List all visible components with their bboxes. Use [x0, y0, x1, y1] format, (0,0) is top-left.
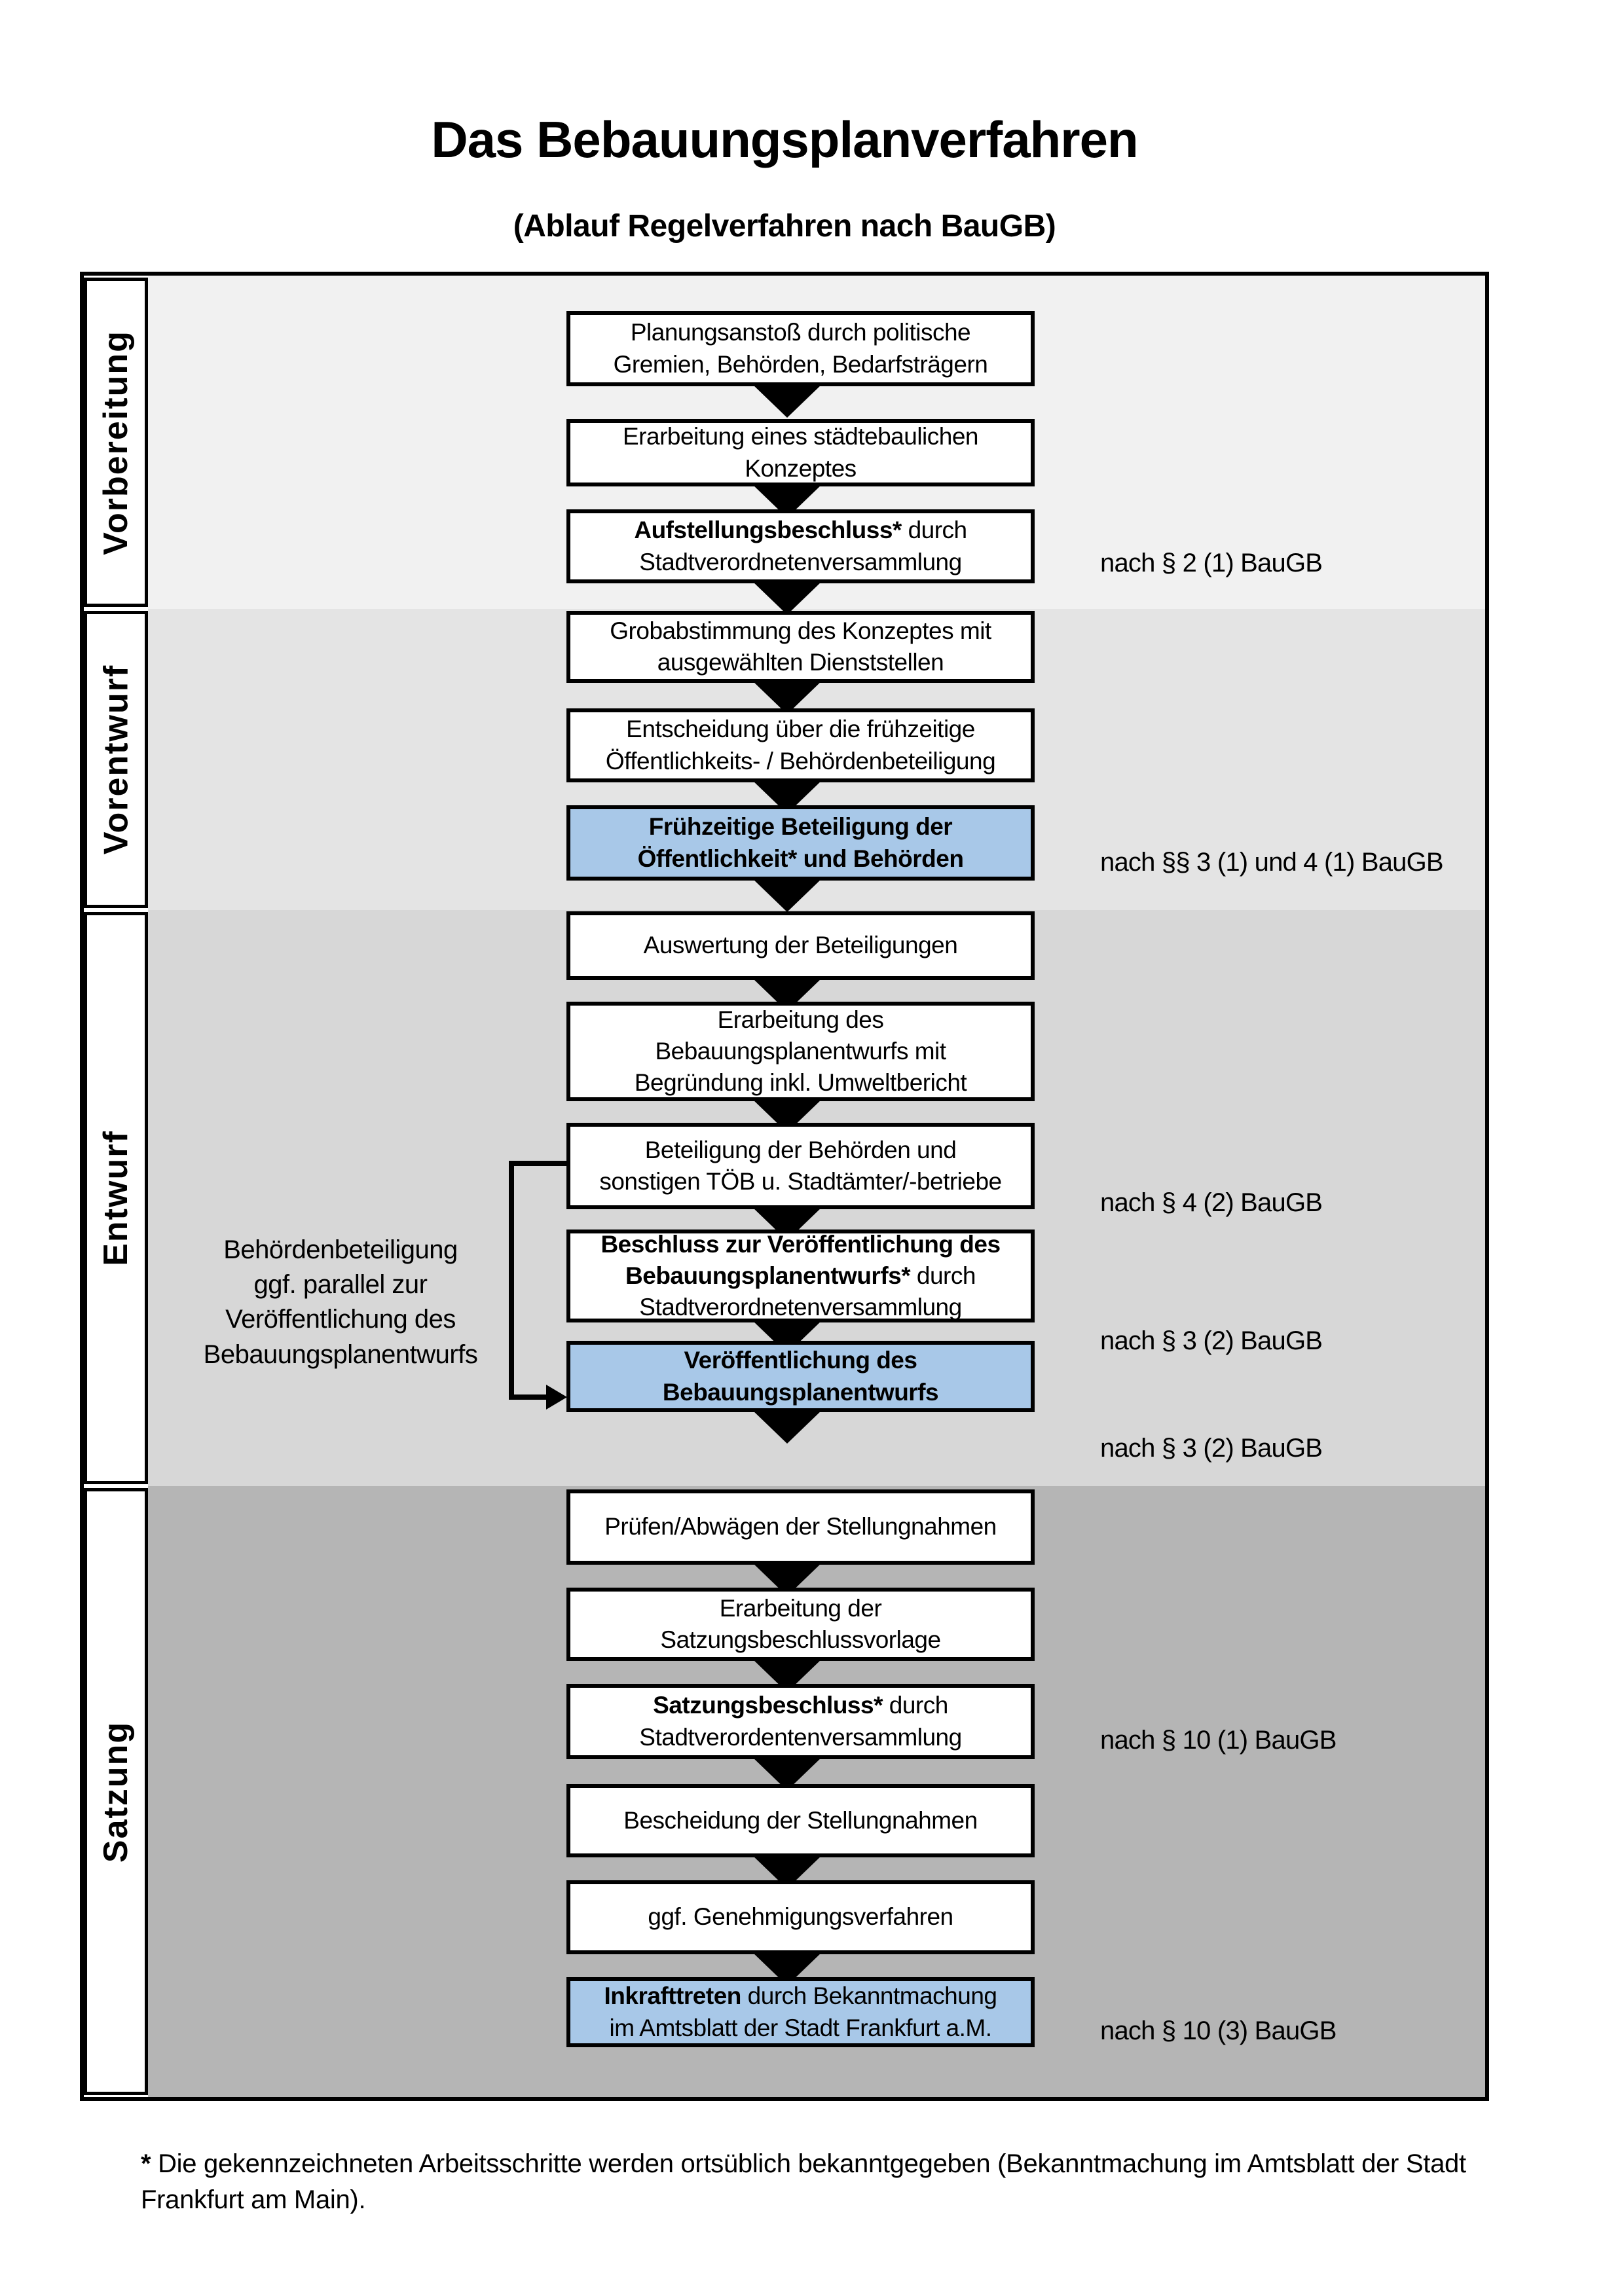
step-bescheidung: Bescheidung der Stellungnahmen [566, 1784, 1035, 1857]
connector-arrowhead-icon [546, 1385, 567, 1410]
step-text-line: Entscheidung über die frühzeitige [626, 716, 975, 743]
step-text-line: Stadtverordentenversammlung [639, 1723, 962, 1751]
step-text-line: Satzungsbeschluss* durch [653, 1692, 948, 1719]
page-subtitle: (Ablauf Regelverfahren nach BauGB) [513, 209, 1056, 244]
flow-arrow-icon [752, 878, 822, 912]
flow-arrow-icon [752, 581, 822, 615]
step-text-line: Aufstellungsbeschluss* durch [634, 517, 967, 544]
step-text-line: Bebauungsplanentwurfs [662, 1378, 939, 1406]
step-text-line: Satzungsbeschlussvorlage [660, 1626, 941, 1653]
legal-annotation-a3: nach § 4 (2) BauGB [1100, 1188, 1323, 1217]
step-text-line: Erarbeitung des [717, 1006, 884, 1033]
step-inkrafttreten: Inkrafttreten durch Bekanntmachung im Amt… [566, 1977, 1035, 2047]
step-text-line: Bescheidung der Stellungnahmen [623, 1806, 978, 1834]
step-text-line: Begründung inkl. Umweltbericht [634, 1069, 967, 1097]
step-text-line: Konzeptes [745, 454, 857, 482]
footnote-line: * Die gekennzeichneten Arbeitsschritte w… [141, 2149, 1466, 2178]
footnote-line: Frankfurt am Main). [141, 2185, 366, 2215]
step-text-line: Stadtverordnetenversammlung [639, 548, 962, 575]
step-text-line: Grobabstimmung des Konzeptes mit [610, 617, 991, 644]
step-auswertung: Auswertung der Beteiligungen [566, 911, 1035, 980]
step-text-line: sonstigen TÖB u. Stadtämter/-betriebe [599, 1168, 1002, 1195]
side-note-line: Behördenbeteiligung [223, 1235, 458, 1264]
side-note-line: ggf. parallel zur [253, 1270, 428, 1300]
step-text-line: Prüfen/Abwägen der Stellungnahmen [604, 1513, 997, 1540]
step-text-line: im Amtsblatt der Stadt Frankfurt a.M. [609, 2014, 992, 2041]
phase-label-text: Vorentwurf [97, 664, 135, 855]
phase-label-text: Satzung [97, 1721, 135, 1863]
page-title: Das Bebauungsplanverfahren [431, 111, 1138, 168]
phase-label-text: Entwurf [97, 1130, 135, 1266]
connector-line-top [509, 1161, 566, 1166]
legal-annotation-a2: nach §§ 3 (1) und 4 (1) BauGB [1100, 848, 1444, 877]
flow-arrow-icon [752, 384, 822, 418]
step-text-line: Öffentlichkeit* und Behörden [637, 845, 964, 872]
step-text-line: Inkrafttreten durch Bekanntmachung [604, 1982, 997, 2010]
legal-annotation-a6: nach § 10 (1) BauGB [1100, 1726, 1337, 1755]
step-pruefen-abwaegen: Prüfen/Abwägen der Stellungnahmen [566, 1489, 1035, 1565]
phase-label-entwurf: Entwurf [84, 912, 148, 1484]
footnote: * Die gekennzeichneten Arbeitsschritte w… [141, 2146, 1496, 2218]
legal-annotation-a7: nach § 10 (3) BauGB [1100, 2016, 1337, 2045]
step-text-line: Gremien, Behörden, Bedarfsträgern [613, 350, 988, 378]
step-text-line: Bebauungsplanentwurfs mit [655, 1037, 946, 1065]
step-text-line: Beteiligung der Behörden und [644, 1136, 957, 1163]
step-text-line: Veröffentlichung des [684, 1347, 917, 1374]
step-text-line: Bebauungsplanentwurfs* durch [625, 1262, 976, 1289]
step-text-line: Auswertung der Beteiligungen [643, 932, 958, 959]
diagram-frame [80, 272, 1489, 2101]
step-text-line: ggf. Genehmigungsverfahren [648, 1903, 953, 1931]
phase-label-vorbereitung: Vorbereitung [84, 278, 148, 607]
legal-annotation-a5: nach § 3 (2) BauGB [1100, 1434, 1323, 1463]
step-text-line: Planungsanstoß durch politische [630, 319, 971, 346]
step-beteiligung-behoerden: Beteiligung der Behörden und sonstigen TÖ… [566, 1123, 1035, 1209]
step-text-line: Erarbeitung der [719, 1594, 882, 1622]
step-text-line: Frühzeitige Beteiligung der [648, 813, 953, 841]
step-genehmigungsverfahren: ggf. Genehmigungsverfahren [566, 1880, 1035, 1954]
connector-line-bottom [509, 1394, 547, 1400]
side-note-line: Veröffentlichung des [225, 1305, 456, 1334]
step-text-line: ausgewählten Dienststellen [657, 649, 944, 676]
legal-annotation-a1: nach § 2 (1) BauGB [1100, 549, 1323, 577]
step-grobabstimmung: Grobabstimmung des Konzeptes mit ausgewäh… [566, 611, 1035, 683]
step-text-line: Stadtverordnetenversammlung [639, 1294, 962, 1321]
step-text-line: Erarbeitung eines städtebaulichen [623, 423, 979, 450]
step-text-line: Beschluss zur Veröffentlichung des [600, 1230, 1001, 1258]
connector-line-vertical [509, 1161, 514, 1400]
step-text-line: Öffentlichkeits- / Behördenbeteiligung [605, 747, 996, 774]
side-note-line: Bebauungsplanentwurfs [203, 1339, 478, 1369]
phase-label-text: Vorbereitung [97, 329, 135, 555]
flow-arrow-icon [752, 1410, 822, 1444]
phase-label-vorentwurf: Vorentwurf [84, 611, 148, 908]
legal-annotation-a4: nach § 3 (2) BauGB [1100, 1326, 1323, 1355]
phase-label-satzung: Satzung [84, 1488, 148, 2095]
